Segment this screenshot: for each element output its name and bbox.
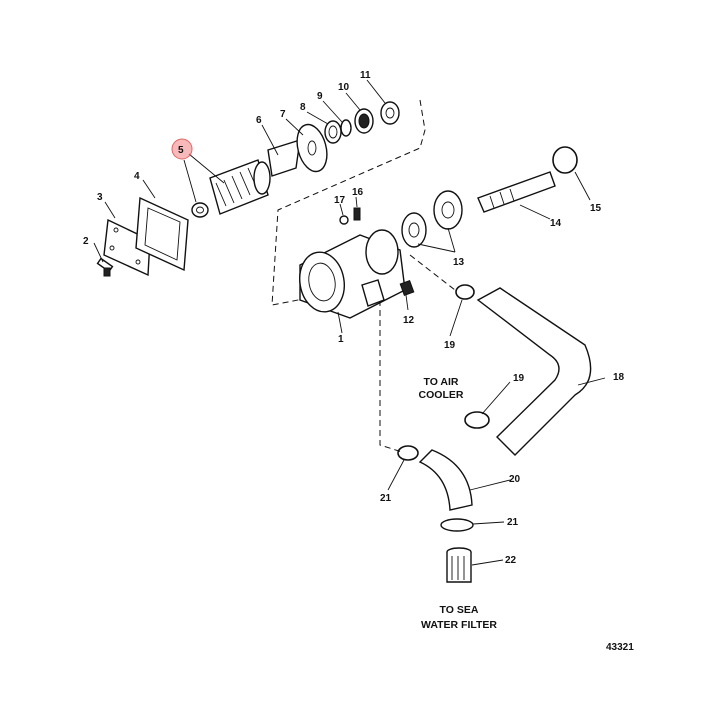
label-13: 13 bbox=[453, 257, 465, 268]
label-3: 3 bbox=[97, 192, 103, 203]
air-cooler-caption-line1: TO AIR bbox=[423, 376, 458, 388]
sea-filter-caption-line2: WATER FILTER bbox=[421, 619, 497, 631]
sea-filter-caption-line1: TO SEA bbox=[440, 604, 479, 616]
part-20-hose bbox=[418, 449, 473, 511]
part-13-bearings bbox=[401, 190, 463, 248]
part-14-shaft bbox=[477, 171, 556, 213]
label-22: 22 bbox=[505, 555, 517, 566]
label-2: 2 bbox=[83, 236, 89, 247]
label-4: 4 bbox=[134, 171, 140, 182]
impeller bbox=[209, 159, 271, 215]
part-18-elbow-hose bbox=[476, 287, 592, 456]
label-17: 17 bbox=[334, 195, 346, 206]
part-12-fitting bbox=[399, 280, 415, 296]
label-19b: 19 bbox=[513, 373, 525, 384]
label-10: 10 bbox=[338, 82, 350, 93]
part-1-pump-housing bbox=[299, 229, 406, 319]
label-19a: 19 bbox=[444, 340, 456, 351]
part-21-clamp-upper bbox=[397, 445, 419, 461]
part-11-seal bbox=[380, 101, 400, 125]
part-6-cam bbox=[267, 139, 301, 177]
part-22-strainer bbox=[446, 547, 472, 583]
label-7: 7 bbox=[280, 109, 286, 120]
part-2-screw bbox=[96, 257, 114, 277]
label-15: 15 bbox=[590, 203, 602, 214]
label-11: 11 bbox=[360, 70, 371, 81]
part-7-wear-plate bbox=[296, 123, 328, 173]
leader-lines bbox=[93, 79, 606, 566]
part-19-clamp-upper bbox=[455, 284, 475, 300]
label-16: 16 bbox=[352, 187, 364, 198]
label-9: 9 bbox=[317, 91, 323, 102]
part-9-ring bbox=[340, 119, 352, 137]
label-6: 6 bbox=[256, 115, 262, 126]
part-3-cover-plate bbox=[103, 218, 151, 277]
highlight-circle bbox=[171, 138, 193, 160]
air-cooler-caption-line2: COOLER bbox=[419, 389, 464, 401]
part-8-ring bbox=[324, 120, 342, 144]
label-8: 8 bbox=[300, 102, 306, 113]
part-19-clamp-lower bbox=[464, 411, 490, 429]
part-4-gasket bbox=[135, 196, 189, 272]
label-5: 5 bbox=[178, 145, 184, 156]
assembly-dashed-frame bbox=[271, 99, 456, 453]
label-18: 18 bbox=[613, 372, 625, 383]
label-12: 12 bbox=[403, 315, 415, 326]
figure-number: 43321 bbox=[606, 642, 634, 653]
part-15-snap-ring bbox=[552, 146, 578, 174]
part-5-bushing bbox=[191, 202, 209, 218]
label-14: 14 bbox=[550, 218, 562, 229]
part-10-seal bbox=[354, 108, 374, 134]
part-number-labels: 1 2 3 4 5 6 7 8 9 10 11 12 13 14 15 16 1… bbox=[83, 70, 625, 566]
part-21-clamp-lower bbox=[440, 518, 474, 532]
label-21a: 21 bbox=[380, 493, 392, 504]
label-20: 20 bbox=[509, 474, 521, 485]
part-16-screw bbox=[353, 207, 361, 221]
part-17-washer bbox=[339, 215, 349, 225]
label-21b: 21 bbox=[507, 517, 519, 528]
label-1: 1 bbox=[338, 334, 344, 345]
